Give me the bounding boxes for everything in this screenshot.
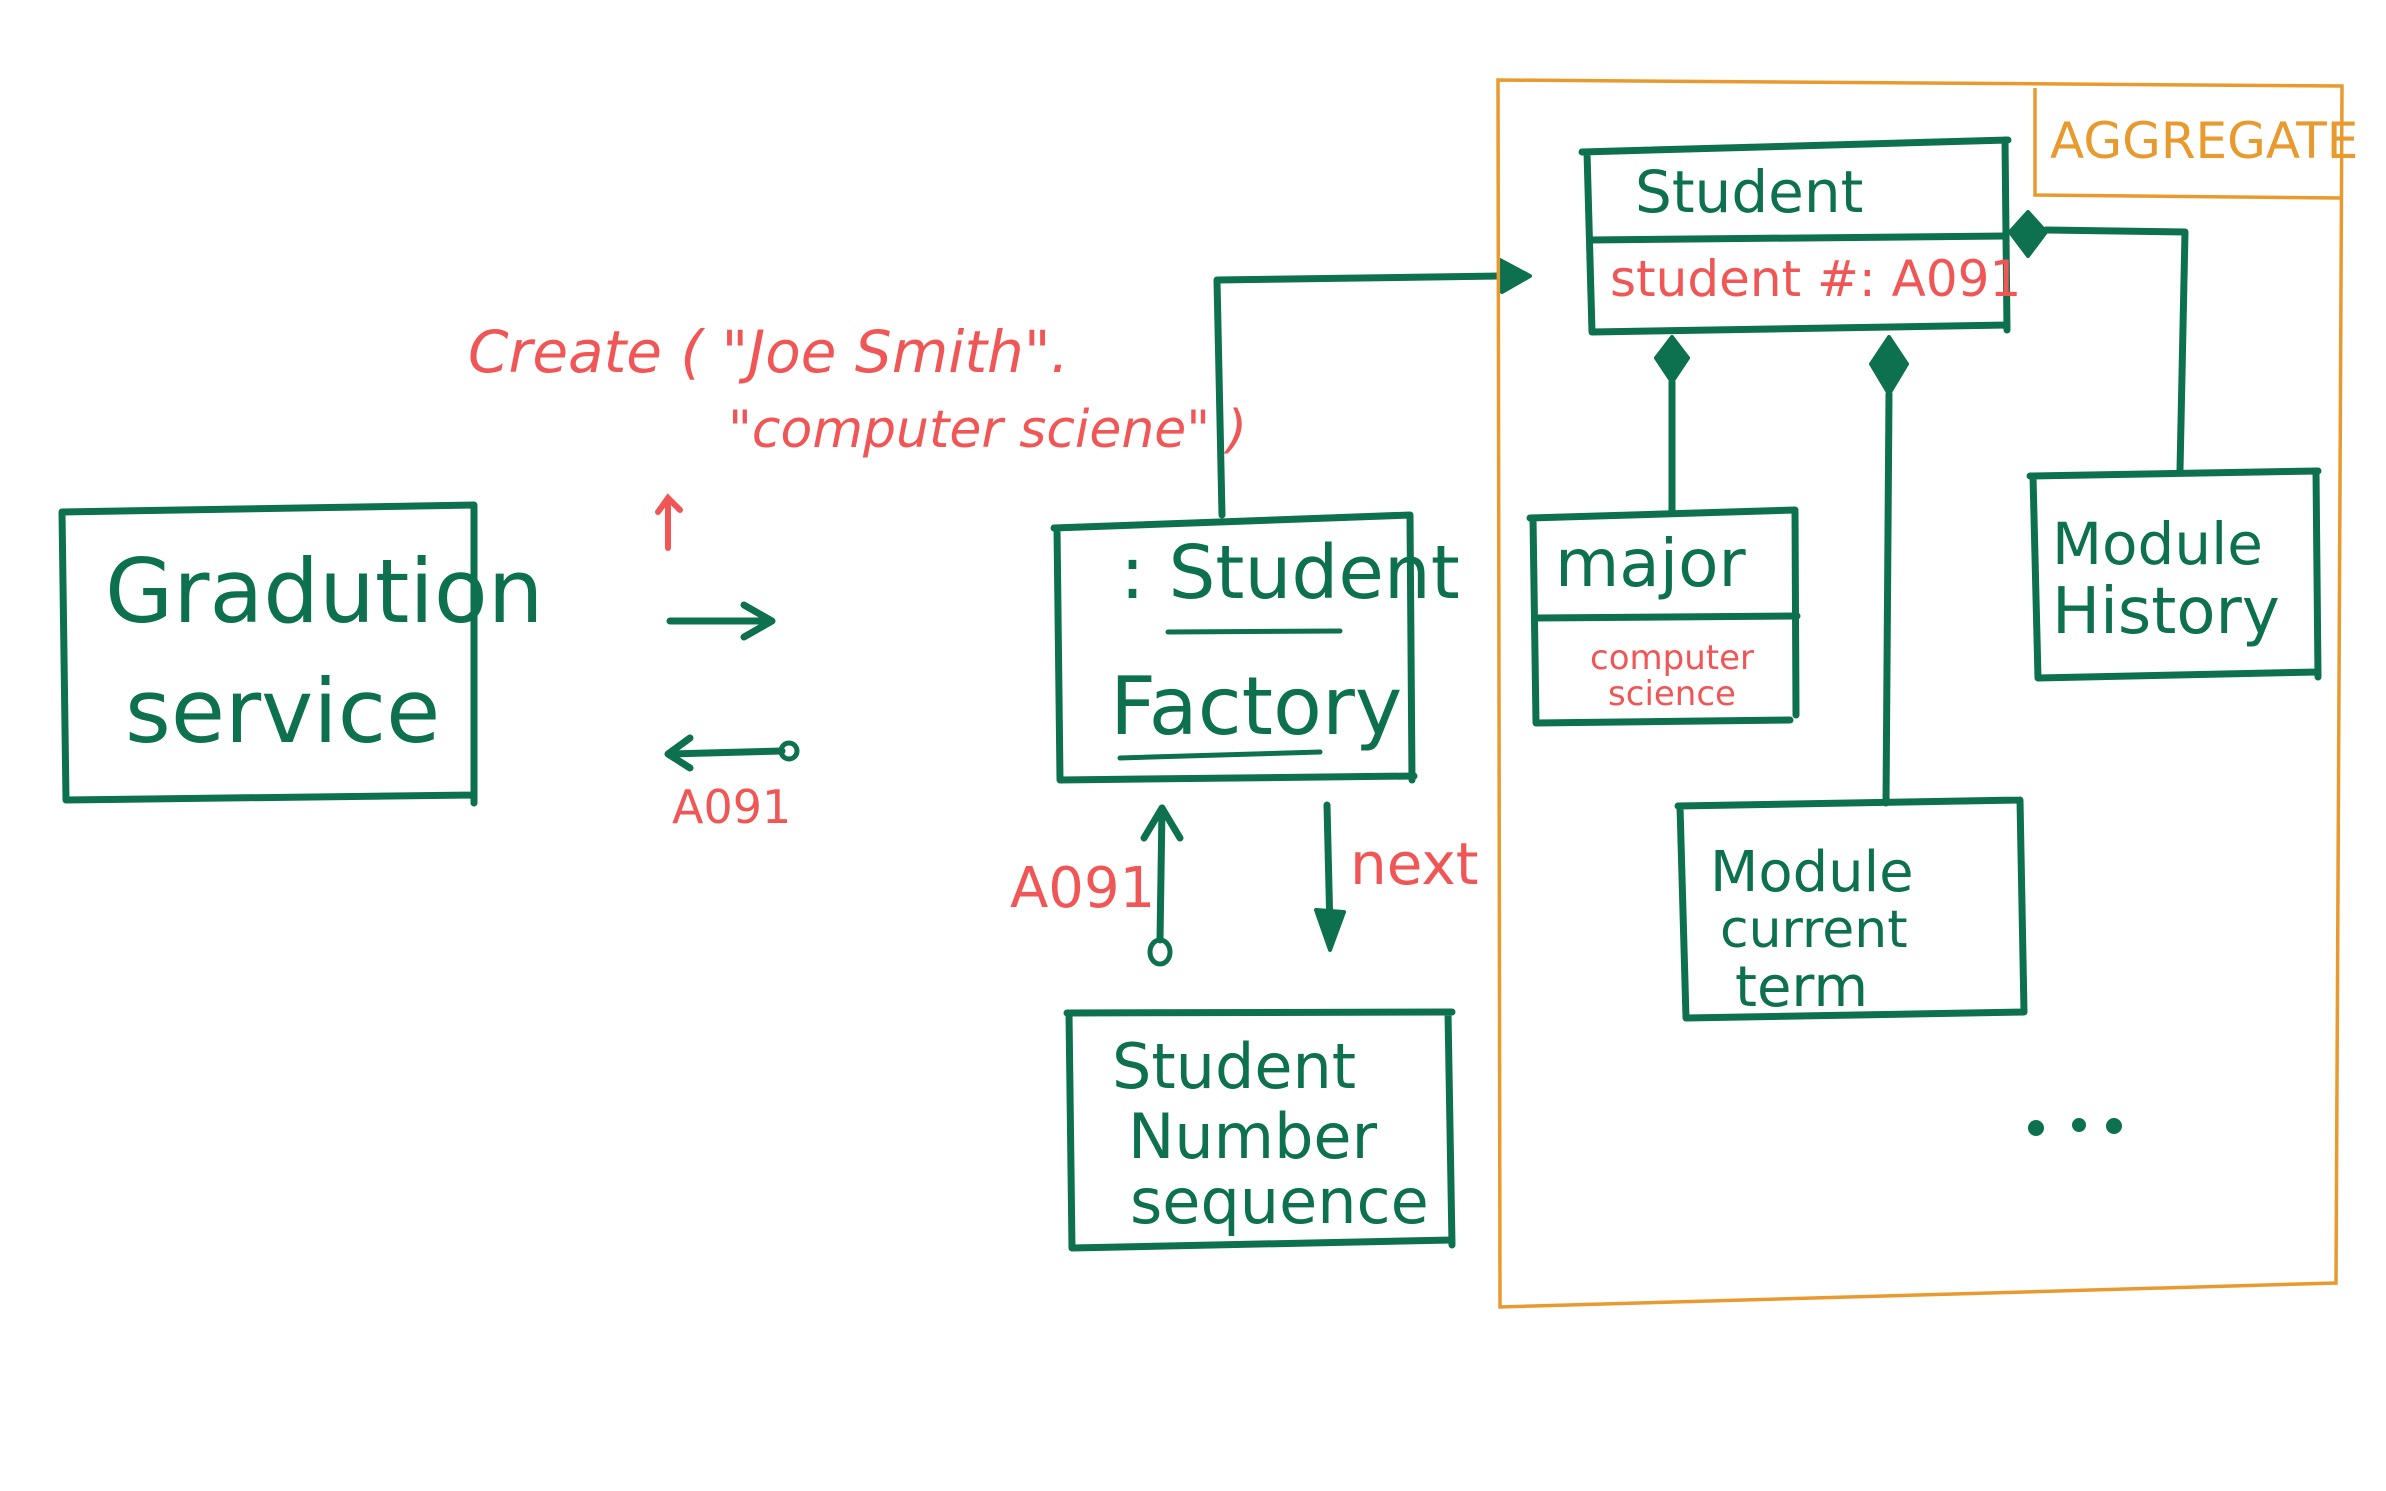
student-number-sequence-line2: Number [1128, 1100, 1378, 1173]
sequence-next-arrow-down [1314, 801, 1346, 952]
student-entity-attribute: student #: A091 [1610, 250, 2022, 308]
student-factory-label-line2: Factory [1110, 660, 1403, 753]
student-entity-name: Student [1635, 158, 1864, 226]
sequence-return-arrow-up [1140, 804, 1184, 967]
module-history-line1: Module [2052, 510, 2263, 578]
composition-module-current-term [1869, 335, 1909, 807]
composition-major [1654, 335, 1690, 514]
module-history-line2: History [2052, 575, 2280, 649]
sequence-next-label: next [1350, 830, 1479, 898]
student-factory-label-line1: : Student [1120, 530, 1460, 616]
factory-creates-student-connector [1213, 258, 1532, 519]
student-factory-underline-2 [1117, 749, 1323, 761]
returned-student-number-label: A091 [672, 780, 792, 834]
more-entities-ellipsis [2028, 1118, 2122, 1136]
create-call-line2: "computer sciene" ) [728, 400, 1248, 460]
student-factory-underline-1 [1165, 628, 1343, 635]
major-entity-value: computer science [1590, 638, 1754, 714]
student-number-sequence-line1: Student [1112, 1030, 1357, 1103]
major-entity-name: major [1555, 525, 1746, 602]
graduation-service-label-line2: service [125, 660, 441, 763]
student-entity-divider [1586, 232, 2009, 244]
composition-module-history [2008, 210, 2189, 474]
sequence-return-label: A091 [1010, 856, 1156, 921]
aggregate-label-box [2033, 88, 2341, 200]
module-current-term-box [1674, 796, 2028, 1022]
aggregate-label: AGGREGATE [2050, 112, 2359, 170]
module-current-term-line2: current [1720, 900, 1908, 960]
create-call-line1: Create ( "Joe Smith". [468, 318, 1069, 386]
module-history-box [2026, 467, 2322, 682]
major-entity-divider [1532, 612, 1801, 622]
call-direction-arrow [655, 493, 683, 551]
module-current-term-line1: Module [1710, 840, 1914, 905]
aggregate-boundary [1496, 78, 2344, 1309]
module-current-term-line3: term [1735, 955, 1868, 1020]
message-arrow-right [666, 601, 776, 641]
student-factory-box [1050, 511, 1418, 784]
student-number-sequence-box [1063, 1008, 1456, 1252]
return-arrow-left [664, 734, 800, 772]
graduation-service-label-line1: Gradution [105, 540, 544, 643]
student-number-sequence-line3: sequence [1130, 1165, 1429, 1238]
graduation-service-box [58, 501, 478, 807]
